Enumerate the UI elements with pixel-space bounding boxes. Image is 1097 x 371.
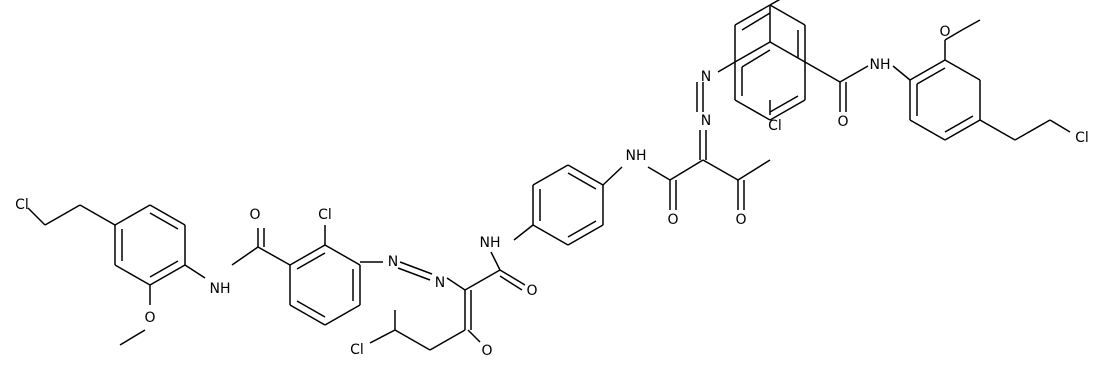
atom-n: N: [435, 275, 445, 291]
atom-o: O: [735, 212, 746, 228]
atom-n: N: [701, 113, 711, 129]
atom-cl: Cl: [15, 197, 29, 213]
atom-o: O: [144, 310, 155, 326]
atom-o: O: [837, 114, 848, 130]
atom-n: N: [388, 254, 398, 270]
atom-nh: NH: [626, 148, 647, 164]
atom-o: O: [249, 207, 260, 223]
atom-cl: Cl: [350, 342, 364, 358]
atom-o: O: [667, 212, 678, 228]
atom-nh: NH: [210, 281, 231, 297]
atom-o: O: [526, 283, 537, 299]
atom-cl: Cl: [1075, 130, 1089, 146]
atom-o: O: [481, 343, 492, 359]
atom-o: O: [939, 24, 950, 40]
atom-n: N: [701, 69, 711, 85]
atom-cl: Cl: [318, 207, 332, 223]
bond-skeleton: [27, 0, 1071, 351]
atom-labels: Cl O Cl NH O N N NH O O Cl NH O O N N Cl…: [15, 24, 1089, 359]
atom-nh: NH: [870, 57, 891, 73]
atom-nh: NH: [480, 235, 501, 251]
atom-cl: Cl: [768, 118, 782, 134]
